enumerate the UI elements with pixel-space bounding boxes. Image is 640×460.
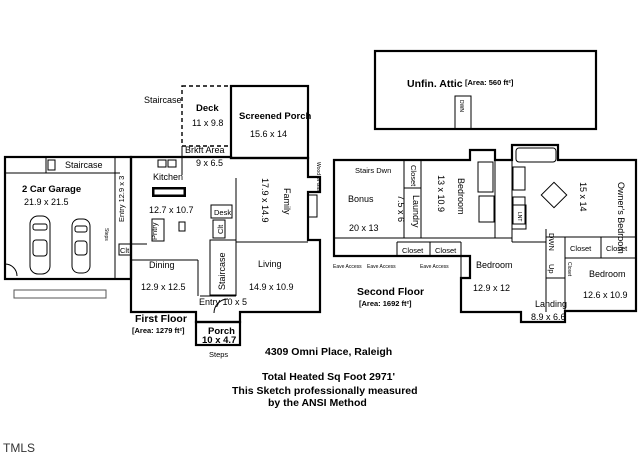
attic-area: [Area: 560 ft²] [465, 78, 514, 87]
staircase-center-label: Staircase [217, 252, 227, 290]
measured-caption-1: This Sketch professionally measured [232, 385, 418, 397]
garage-walls [3, 155, 133, 281]
laundry-dimensions: 7.5 x 6 [396, 195, 406, 222]
closet-label-a: Closet [409, 165, 418, 187]
bedroom-b-label: Bedroom [476, 260, 513, 270]
porch-label: Porch [208, 326, 235, 337]
second-floor-title: Second Floor [357, 286, 424, 298]
screened-porch-walls [229, 84, 310, 160]
closet-label-f: Closet [566, 262, 572, 277]
entry-label: Entry 10 x 5 [199, 297, 247, 307]
dining-label: Dining [149, 260, 175, 270]
bedroom-c-label: Bedroom [589, 269, 626, 279]
closet-label-b: Closet [402, 246, 424, 255]
garage-staircase-label: Staircase [65, 160, 103, 170]
closet-label-garage: Clt [120, 246, 130, 255]
second-floor-area: [Area: 1692 ft²] [359, 299, 412, 308]
screened-porch-label: Screened Porch [239, 111, 312, 122]
attic-walls [373, 49, 598, 131]
closet-label: Clt [216, 224, 225, 234]
steps-label: Steps [209, 350, 228, 359]
first-floor-walls [129, 155, 322, 324]
living-dimensions: 14.9 x 10.9 [249, 282, 294, 292]
deck-dimensions: 11 x 9.8 [192, 118, 223, 128]
landing-label: Landing [535, 299, 567, 309]
eave-access-2: Eave Access [367, 264, 396, 270]
wood-stove-label: Wood St Gas [315, 162, 321, 192]
down-label: DWN [547, 233, 556, 251]
staircase-label: Staircase [144, 95, 182, 105]
living-label: Living [258, 259, 282, 269]
desk-label: Desk [214, 208, 231, 217]
owners-bedroom-label: Owner's Bedroom [616, 182, 626, 254]
deck-outline [181, 85, 232, 147]
car-icon [29, 215, 51, 275]
breakfast-area-dimensions: 9 x 6.5 [196, 158, 223, 168]
heated-caption: Total Heated Sq Foot 2971' [262, 371, 395, 383]
closet-label-e: Closet [606, 244, 628, 253]
laundry-label: Laundry [411, 195, 421, 228]
deck-label: Deck [196, 103, 219, 114]
landing-dimensions: 8.9 x 6.6 [531, 312, 566, 322]
pantry-label: Pntry [150, 222, 159, 240]
second-floor [332, 143, 638, 324]
closet-label-c: Closet [435, 246, 457, 255]
family-label: Family [282, 188, 292, 215]
first-floor-title: First Floor [135, 313, 187, 325]
kitchen-dimensions: 12.7 x 10.7 [149, 205, 194, 215]
linen-label: LNT [516, 212, 522, 221]
stairs-down-label: Stairs Dwn [355, 166, 391, 175]
porch-walls [194, 320, 242, 347]
dining-dimensions: 12.9 x 12.5 [141, 282, 186, 292]
watermark: TMLS [3, 441, 35, 455]
second-floor-walls [332, 143, 638, 324]
owners-bedroom-dimensions: 15 x 14 [578, 182, 588, 212]
attic-label: Unfin. Attic [407, 78, 463, 90]
attic-down-label: DWN [458, 100, 464, 112]
bedroom-c-dimensions: 12.6 x 10.9 [583, 290, 628, 300]
garage-door [13, 289, 107, 299]
eave-access-3: Eave Access [420, 264, 449, 270]
garage-dimensions: 21.9 x 21.5 [24, 197, 69, 207]
bonus-label: Bonus [348, 194, 374, 204]
measured-caption-2: by the ANSI Method [268, 397, 367, 409]
bathtub-icon [515, 147, 557, 163]
bedroom-a-label: Bedroom [456, 178, 466, 215]
up-label: Up [547, 264, 556, 274]
address-caption: 4309 Omni Place, Raleigh [265, 346, 392, 358]
garage-label: 2 Car Garage [22, 184, 81, 195]
closet-label-d: Closet [570, 244, 592, 253]
family-dimensions: 17.9 x 14.9 [260, 178, 270, 223]
first-floor [3, 84, 322, 347]
bedroom-a-dimensions: 13 x 10.9 [436, 175, 446, 212]
eave-access-1: Eave Access [333, 264, 362, 270]
screened-porch-dimensions: 15.6 x 14 [250, 129, 287, 139]
bedroom-b-dimensions: 12.9 x 12 [473, 283, 510, 293]
porch-dimensions: 10 x 4.7 [202, 335, 236, 346]
breakfast-area-label: Brkft Area [185, 145, 225, 155]
car-icon [71, 218, 91, 274]
garage-steps-label: Steps [103, 228, 109, 241]
bonus-dimensions: 20 x 13 [349, 223, 379, 233]
first-floor-area: [Area: 1279 ft²] [132, 326, 185, 335]
kitchen-label: Kitchen [153, 172, 183, 182]
side-entry-label: Entry 12.9 x 3 [117, 176, 126, 222]
